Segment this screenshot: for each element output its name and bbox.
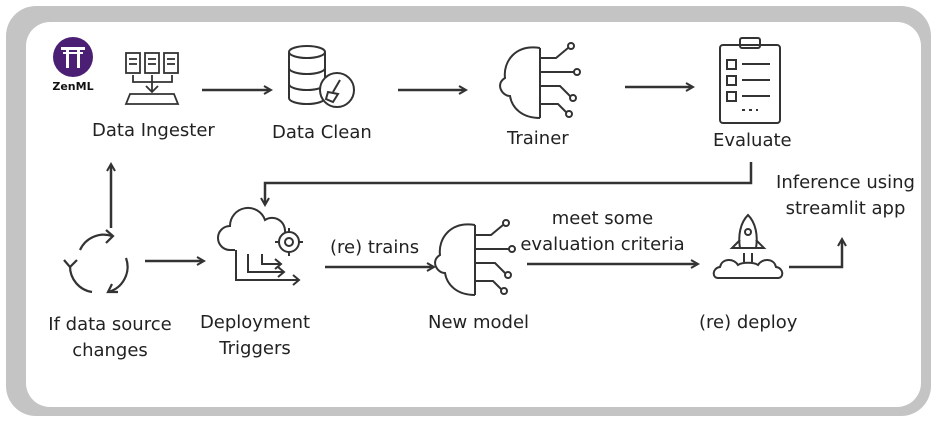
torii-icon — [61, 47, 85, 68]
rocket-icon — [712, 213, 784, 279]
checklist-icon — [719, 37, 781, 124]
zenml-logo — [53, 37, 93, 77]
inference-text: Inference using streamlit app — [776, 172, 915, 219]
inference-label: Inference using streamlit app — [773, 170, 918, 222]
cloud-gear-icon — [217, 206, 303, 286]
data-clean-label: Data Clean — [272, 122, 372, 143]
data-ingester-label: Data Ingester — [92, 120, 215, 141]
deployment-triggers-label: Deployment Triggers — [199, 312, 311, 359]
deploy-label: (re) deploy — [699, 312, 798, 333]
trainer-label: Trainer — [507, 128, 569, 149]
cycle-icon — [63, 229, 129, 294]
diagram-card — [26, 22, 921, 407]
criteria-label: meet some evaluation criteria — [520, 208, 685, 255]
brain-circuit-icon — [499, 42, 581, 119]
data-source-label: If data source changes — [48, 314, 172, 361]
data-ingest-icon — [124, 52, 180, 105]
brand-name: ZenML — [52, 80, 94, 93]
arrow-deploy-to-inference — [789, 240, 842, 269]
database-clean-icon — [288, 45, 355, 108]
brain-circuit-icon — [434, 219, 516, 296]
evaluate-label: Evaluate — [713, 130, 792, 151]
new-model-label: New model — [428, 312, 530, 333]
retrains-label: (re) trains — [330, 237, 420, 258]
arrow-evaluate-to-triggers — [265, 162, 753, 204]
